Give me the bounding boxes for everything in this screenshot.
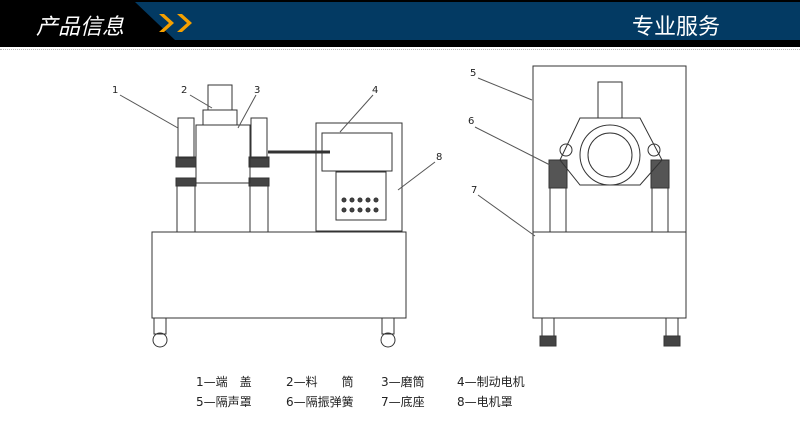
callout-leaders (119, 77, 551, 237)
callout-3: 3 (254, 85, 260, 96)
callout-1: 1 (112, 85, 118, 96)
callout-8: 8 (436, 152, 442, 163)
header-title: 产品信息 (36, 15, 125, 40)
legend-item: 6—隔振弹簧 (286, 395, 354, 409)
legend-item: 2—料 筒 (286, 375, 354, 389)
legend-item: 8—电机罩 (457, 395, 513, 409)
callout-7: 7 (471, 185, 477, 196)
side-view (532, 65, 687, 347)
callout-2: 2 (181, 85, 187, 96)
header-blue-band (135, 2, 800, 40)
header-right-title: 专业服务 (632, 15, 721, 40)
double-chevron-icon (159, 14, 192, 32)
callout-4: 4 (372, 85, 378, 96)
callout-6: 6 (468, 116, 474, 127)
divider (0, 49, 800, 50)
legend-item: 3—磨筒 (381, 375, 425, 389)
legend-item: 5—隔声罩 (196, 395, 252, 409)
legend-item: 1—端 盖 (196, 375, 252, 389)
callout-5: 5 (470, 68, 476, 79)
legend-item: 4—制动电机 (457, 375, 525, 389)
legend-item: 7—底座 (381, 395, 425, 409)
front-view (151, 84, 407, 348)
